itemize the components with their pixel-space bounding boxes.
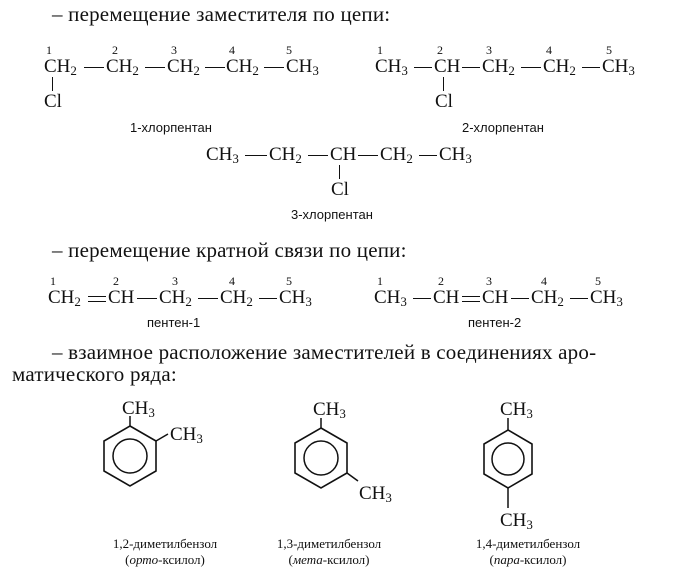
- group-ch3: CH3: [375, 56, 408, 78]
- group-ch2: CH2: [531, 287, 564, 309]
- name-meta-xylene: 1,3-диметилбензол (мета-ксилол): [254, 536, 404, 568]
- atom-number: 2: [438, 274, 444, 288]
- name-3-chloropentane: 3-хлорпентан: [291, 207, 373, 222]
- atom-number: 3: [486, 43, 492, 57]
- atom-number: 1: [377, 274, 383, 288]
- heading-multiple-bond-shift: – перемещение кратной связи по цепи:: [52, 238, 407, 262]
- atom-number: 5: [286, 43, 292, 57]
- chlorine-atom: Cl: [44, 91, 62, 112]
- name-ortho-xylene: 1,2-диметилбензол (орто-ксилол): [80, 536, 250, 568]
- group-ch3: CH3: [602, 56, 635, 78]
- systematic-name: 1,3-диметилбензол: [276, 536, 382, 551]
- systematic-name: 1,2-диметилбензол: [112, 536, 218, 551]
- name-para-xylene: 1,4-диметилбензол (пара-ксилол): [448, 536, 608, 568]
- systematic-name: 1,4-диметилбензол: [475, 536, 581, 551]
- group-ch3: CH3: [206, 144, 239, 166]
- methyl-group: CH3: [170, 424, 203, 446]
- single-bond: [419, 155, 437, 156]
- atom-number: 4: [229, 43, 235, 57]
- single-bond: [582, 67, 600, 68]
- trivial-name: (мета-ксилол): [288, 552, 370, 567]
- group-ch3: CH3: [374, 287, 407, 309]
- single-bond: [264, 67, 284, 68]
- heading-substituent-shift: – перемещение заместителя по цепи:: [52, 2, 391, 26]
- group-ch: CH: [433, 287, 460, 308]
- single-bond: [511, 298, 529, 299]
- group-ch2: CH2: [482, 56, 515, 78]
- single-bond: [308, 155, 328, 156]
- atom-number: 2: [113, 274, 119, 288]
- atom-number: 3: [172, 274, 178, 288]
- atom-number: 5: [286, 274, 292, 288]
- name-1-chloropentane: 1-хлорпентан: [130, 120, 212, 135]
- atom-number: 2: [112, 43, 118, 57]
- trivial-name: (орто-ксилол): [125, 552, 205, 567]
- group-ch2: CH2: [48, 287, 81, 309]
- name-pentene-1: пентен-1: [147, 315, 201, 330]
- single-bond: [570, 298, 588, 299]
- trivial-name: (пара-ксилол): [489, 552, 567, 567]
- single-bond: [414, 67, 432, 68]
- group-ch3: CH3: [286, 56, 319, 78]
- chlorine-atom: Cl: [331, 179, 349, 200]
- atom-number: 2: [437, 43, 443, 57]
- single-bond: [521, 67, 541, 68]
- single-bond: [145, 67, 165, 68]
- group-ch2: CH2: [543, 56, 576, 78]
- single-bond: [358, 155, 378, 156]
- single-bond: [198, 298, 218, 299]
- group-ch2: CH2: [106, 56, 139, 78]
- single-bond: [84, 67, 104, 68]
- name-pentene-2: пентен-2: [468, 315, 522, 330]
- group-ch2: CH2: [380, 144, 413, 166]
- atom-number: 5: [606, 43, 612, 57]
- atom-number: 4: [541, 274, 547, 288]
- methyl-group: CH3: [500, 399, 533, 421]
- bond-to-chlorine: [443, 77, 444, 91]
- single-bond: [413, 298, 431, 299]
- group-ch2: CH2: [220, 287, 253, 309]
- atom-number: 3: [486, 274, 492, 288]
- group-ch3: CH3: [279, 287, 312, 309]
- heading-aromatic-line-1: – взаимное расположение заместителей в с…: [52, 340, 597, 364]
- single-bond: [259, 298, 277, 299]
- single-bond: [205, 67, 225, 68]
- atom-number: 5: [595, 274, 601, 288]
- group-ch2: CH2: [226, 56, 259, 78]
- group-ch2: CH2: [167, 56, 200, 78]
- group-ch: CH: [482, 287, 509, 308]
- group-ch3: CH3: [590, 287, 623, 309]
- name-2-chloropentane: 2-хлорпентан: [462, 120, 544, 135]
- group-ch: CH: [434, 56, 461, 77]
- atom-number: 3: [171, 43, 177, 57]
- double-bond: [462, 296, 480, 302]
- methyl-group: CH3: [122, 398, 155, 420]
- bond-to-chlorine: [52, 77, 53, 91]
- group-ch: CH: [330, 144, 357, 165]
- atom-number: 4: [546, 43, 552, 57]
- methyl-group: CH3: [359, 483, 392, 505]
- atom-number: 1: [46, 43, 52, 57]
- group-ch2: CH2: [269, 144, 302, 166]
- group-ch2: CH2: [159, 287, 192, 309]
- double-bond: [88, 296, 106, 302]
- methyl-group: CH3: [500, 510, 533, 532]
- group-ch3: CH3: [439, 144, 472, 166]
- methyl-group: CH3: [313, 399, 346, 421]
- atom-number: 1: [377, 43, 383, 57]
- atom-number: 4: [229, 274, 235, 288]
- atom-number: 1: [50, 274, 56, 288]
- single-bond: [137, 298, 157, 299]
- heading-aromatic-line-2: матического ряда:: [12, 362, 177, 386]
- group-ch: CH: [108, 287, 135, 308]
- group-ch2: CH2: [44, 56, 77, 78]
- single-bond: [245, 155, 267, 156]
- single-bond: [462, 67, 480, 68]
- chlorine-atom: Cl: [435, 91, 453, 112]
- bond-to-chlorine: [339, 165, 340, 179]
